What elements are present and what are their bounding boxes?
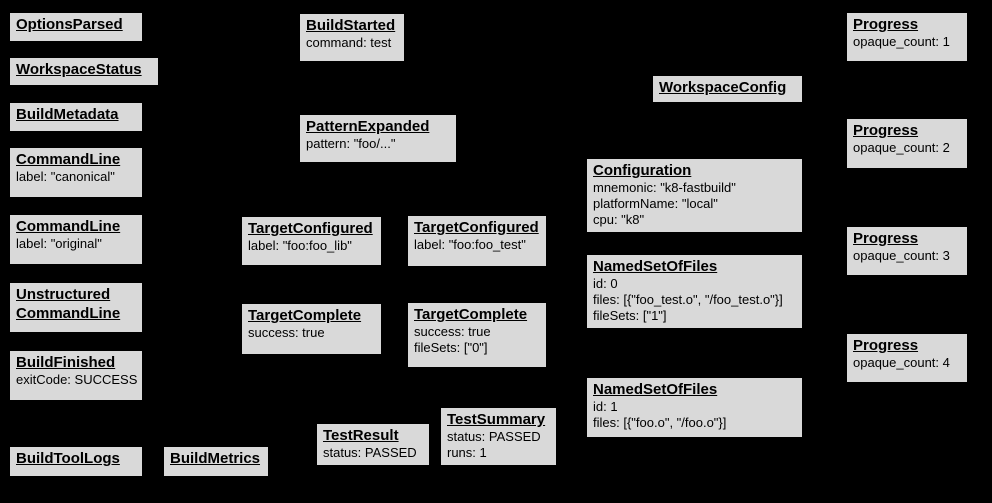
event-detail: cpu: "k8" (593, 212, 645, 227)
event-box-named-set-of-files-1: NamedSetOfFiles id: 1 files: [{"foo.o", … (586, 377, 803, 438)
event-title: BuildStarted (306, 17, 396, 34)
event-detail: opaque_count: 4 (853, 355, 950, 370)
event-title: TestSummary (447, 411, 546, 428)
event-box-pattern-expanded: PatternExpanded pattern: "foo/..." (299, 114, 457, 163)
event-detail: mnemonic: "k8-fastbuild" (593, 180, 736, 195)
event-box-target-complete-foo-test: TargetComplete success: true fileSets: [… (407, 302, 547, 368)
event-detail: files: [{"foo.o", "/foo.o"}] (593, 415, 727, 430)
event-box-test-result: TestResult status: PASSED (316, 423, 430, 466)
event-title: Unstructured CommandLine (16, 286, 121, 322)
event-detail: id: 1 (593, 399, 618, 414)
event-title: Progress (853, 16, 919, 33)
event-title: PatternExpanded (306, 118, 430, 135)
event-detail: success: true (248, 325, 325, 340)
event-title: WorkspaceConfig (659, 79, 787, 96)
event-title: Progress (853, 337, 919, 354)
event-detail: platformName: "local" (593, 196, 718, 211)
event-box-target-configured-foo-test: TargetConfigured label: "foo:foo_test" (407, 215, 547, 267)
event-title: Configuration (593, 162, 692, 179)
event-detail: label: "canonical" (16, 169, 115, 184)
event-detail: pattern: "foo/..." (306, 136, 396, 151)
event-box-command-line-canonical: CommandLine label: "canonical" (9, 147, 143, 198)
event-title: NamedSetOfFiles (593, 381, 718, 398)
event-title: TargetComplete (414, 306, 528, 323)
event-box-build-metrics: BuildMetrics (163, 446, 269, 477)
event-box-unstructured-command-line: Unstructured CommandLine (9, 282, 143, 333)
event-title: Progress (853, 122, 919, 139)
event-detail: success: true (414, 324, 491, 339)
event-title: TargetComplete (248, 307, 362, 324)
event-box-target-complete-foo-lib: TargetComplete success: true (241, 303, 382, 355)
event-box-build-metadata: BuildMetadata (9, 102, 143, 132)
event-detail: exitCode: SUCCESS (16, 372, 138, 387)
event-title: NamedSetOfFiles (593, 258, 718, 275)
event-detail: status: PASSED (447, 429, 541, 444)
event-box-configuration: Configuration mnemonic: "k8-fastbuild" p… (586, 158, 803, 233)
event-title: BuildMetrics (170, 450, 261, 467)
event-title: TestResult (323, 427, 399, 444)
event-detail: command: test (306, 35, 392, 50)
event-title: BuildFinished (16, 354, 116, 371)
event-detail: fileSets: ["0"] (414, 340, 488, 355)
event-title: CommandLine (16, 218, 121, 235)
event-detail: runs: 1 (447, 445, 487, 460)
event-box-workspace-status: WorkspaceStatus (9, 57, 159, 86)
event-box-build-started: BuildStarted command: test (299, 13, 405, 62)
event-title: WorkspaceStatus (16, 61, 142, 78)
event-detail: label: "foo:foo_lib" (248, 238, 352, 253)
event-box-progress-2: Progress opaque_count: 2 (846, 118, 968, 169)
event-title: Progress (853, 230, 919, 247)
event-title: CommandLine (16, 151, 121, 168)
event-box-progress-1: Progress opaque_count: 1 (846, 12, 968, 62)
event-box-progress-4: Progress opaque_count: 4 (846, 333, 968, 383)
event-detail: opaque_count: 1 (853, 34, 950, 49)
event-detail: label: "foo:foo_test" (414, 237, 526, 252)
event-title: OptionsParsed (16, 16, 123, 33)
event-title: BuildToolLogs (16, 450, 120, 467)
event-detail: status: PASSED (323, 445, 417, 460)
event-box-command-line-original: CommandLine label: "original" (9, 214, 143, 265)
event-title: TargetConfigured (248, 220, 373, 237)
event-box-options-parsed: OptionsParsed (9, 12, 143, 42)
event-detail: files: [{"foo_test.o", "/foo_test.o"}] (593, 292, 783, 307)
event-box-workspace-config: WorkspaceConfig (652, 75, 803, 103)
event-detail: fileSets: ["1"] (593, 308, 667, 323)
event-detail: opaque_count: 2 (853, 140, 950, 155)
event-detail: label: "original" (16, 236, 102, 251)
event-detail: opaque_count: 3 (853, 248, 950, 263)
event-box-target-configured-foo-lib: TargetConfigured label: "foo:foo_lib" (241, 216, 382, 266)
event-detail: id: 0 (593, 276, 618, 291)
event-box-progress-3: Progress opaque_count: 3 (846, 226, 968, 276)
event-box-named-set-of-files-0: NamedSetOfFiles id: 0 files: [{"foo_test… (586, 254, 803, 329)
event-box-test-summary: TestSummary status: PASSED runs: 1 (440, 407, 557, 466)
event-title: BuildMetadata (16, 106, 119, 123)
event-title: TargetConfigured (414, 219, 539, 236)
event-box-build-finished: BuildFinished exitCode: SUCCESS (9, 350, 143, 401)
event-box-build-tool-logs: BuildToolLogs (9, 446, 143, 477)
